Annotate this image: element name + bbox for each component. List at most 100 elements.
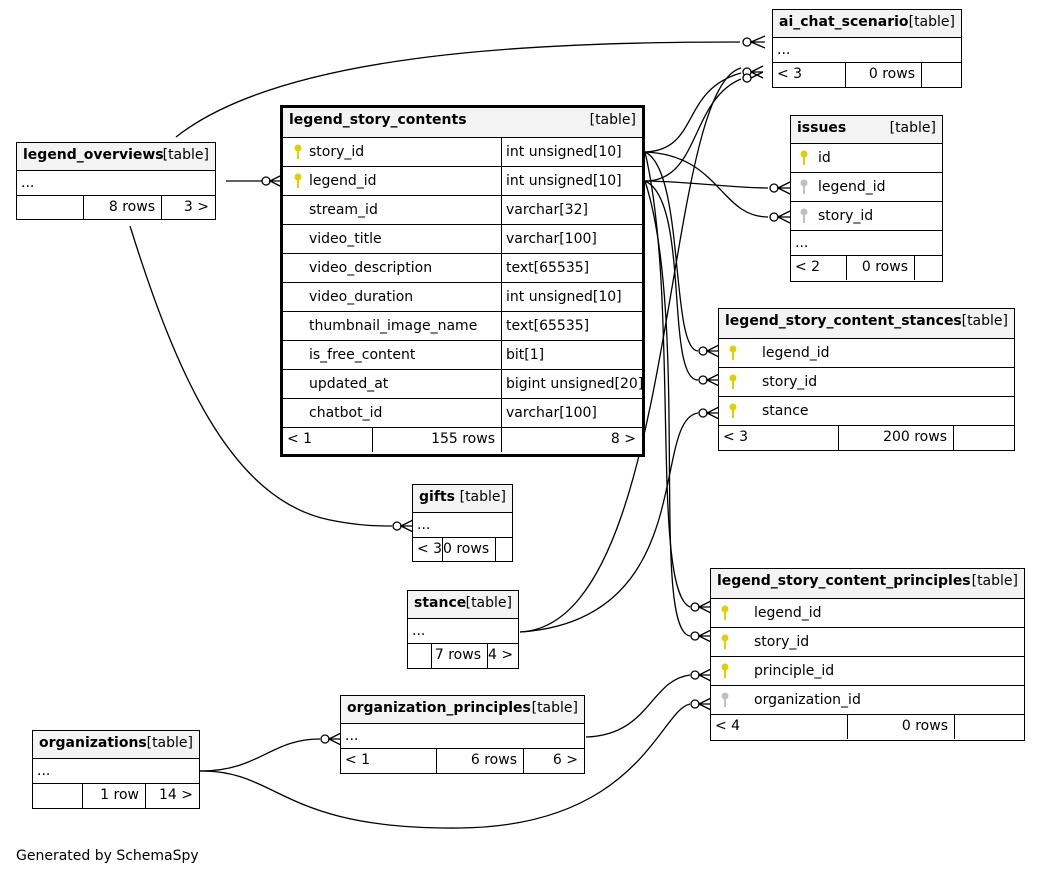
column-name: is_free_content: [309, 347, 416, 363]
edge-contents-stances-legend: [644, 151, 699, 352]
column-row[interactable]: updated_at bigint unsigned[20]: [283, 370, 642, 399]
column-type: varchar[100]: [501, 399, 642, 427]
parents-count[interactable]: < 1: [345, 752, 371, 768]
column-row[interactable]: principle_id: [711, 657, 1024, 686]
parents-count[interactable]: [17, 196, 83, 220]
crowfoot-stances-stance: [698, 406, 720, 420]
children-count[interactable]: 8 >: [501, 428, 642, 452]
column-name: video_description: [309, 260, 433, 276]
row-count: 0 rows: [442, 538, 495, 562]
column-row[interactable]: organization_id: [711, 686, 1024, 715]
edge-stance-ai-chat: [519, 67, 742, 633]
column-row[interactable]: is_free_content bit[1]: [283, 341, 642, 370]
column-row[interactable]: legend_id: [791, 173, 942, 202]
table-header: stance [table]: [408, 591, 518, 619]
parents-count[interactable]: < 2: [795, 259, 821, 275]
column-name: story_id: [818, 208, 874, 224]
table-organizations[interactable]: organizations [table] ... 1 row 14 >: [32, 730, 200, 809]
parents-count[interactable]: < 3: [417, 541, 442, 557]
column-row[interactable]: id: [791, 144, 942, 173]
ellipsis-row: ...: [408, 619, 518, 644]
table-type: [table]: [971, 573, 1018, 589]
children-count[interactable]: [495, 538, 512, 562]
parents-count[interactable]: [33, 784, 82, 808]
children-count[interactable]: 14 >: [145, 784, 199, 808]
edge-orgs-principles: [199, 703, 691, 829]
ellipsis: ...: [21, 175, 35, 191]
table-type: [table]: [961, 313, 1008, 329]
column-row[interactable]: story_id: [791, 202, 942, 231]
column-name: updated_at: [309, 376, 389, 392]
table-name: legend_story_content_principles: [717, 573, 971, 589]
row-count: 7 rows: [431, 644, 487, 668]
column-row[interactable]: stance: [719, 397, 1014, 426]
foreign-key-icon: [721, 692, 729, 707]
primary-key-icon: [721, 634, 729, 649]
table-gifts[interactable]: gifts [table] ... < 3 0 rows: [412, 484, 513, 562]
primary-key-icon: [721, 605, 729, 620]
parents-count[interactable]: < 1: [287, 431, 313, 447]
row-count: 0 rows: [847, 715, 954, 739]
column-type: int unsigned[10]: [501, 167, 642, 195]
row-count: 0 rows: [845, 63, 921, 87]
crowfoot-principles-org: [690, 697, 712, 711]
row-count: 8 rows: [83, 196, 161, 220]
column-name: story_id: [762, 374, 818, 390]
crowfoot-ai-chat-top: [742, 35, 766, 49]
table-stance[interactable]: stance [table] ... 7 rows 4 >: [407, 590, 519, 669]
parents-count[interactable]: < 3: [777, 66, 803, 82]
table-footer: 1 row 14 >: [33, 784, 199, 808]
column-row[interactable]: video_title varchar[100]: [283, 225, 642, 254]
column-row[interactable]: thumbnail_image_name text[65535]: [283, 312, 642, 341]
children-count[interactable]: 3 >: [161, 196, 215, 220]
parents-count[interactable]: < 3: [723, 429, 749, 445]
table-name: issues: [797, 120, 847, 136]
column-row[interactable]: legend_id: [719, 339, 1014, 368]
column-row[interactable]: chatbot_id varchar[100]: [283, 399, 642, 428]
primary-key-icon: [721, 663, 729, 678]
table-type: [table]: [465, 595, 512, 611]
table-header: organizations [table]: [33, 731, 199, 759]
column-row[interactable]: legend_id: [711, 599, 1024, 628]
column-name: thumbnail_image_name: [309, 318, 478, 334]
column-row[interactable]: story_id int unsigned[10]: [283, 138, 642, 167]
table-organization-principles[interactable]: organization_principles [table] ... < 1 …: [340, 695, 585, 774]
column-row[interactable]: legend_id int unsigned[10]: [283, 167, 642, 196]
column-type: int unsigned[10]: [501, 283, 642, 311]
table-legend-overviews[interactable]: legend_overviews [table] ... 8 rows 3 >: [16, 142, 216, 220]
column-name: story_id: [754, 634, 810, 650]
parents-count[interactable]: < 4: [715, 718, 741, 734]
column-row[interactable]: story_id: [719, 368, 1014, 397]
edge-contents-stances-story: [644, 180, 699, 381]
table-legend-story-content-stances[interactable]: legend_story_content_stances [table] leg…: [718, 308, 1015, 451]
table-issues[interactable]: issues [table] id legend_id story_id ...…: [790, 115, 943, 282]
children-count[interactable]: [954, 715, 1024, 739]
children-count[interactable]: 6 >: [523, 749, 584, 773]
crowfoot-stances-story: [698, 373, 720, 387]
column-type: text[65535]: [501, 254, 642, 282]
parents-count[interactable]: [408, 644, 431, 668]
primary-key-icon: [729, 374, 737, 389]
children-count[interactable]: 4 >: [487, 644, 518, 668]
table-type: [table]: [908, 14, 955, 30]
ellipsis: ...: [37, 763, 51, 779]
table-footer: < 3 0 rows: [413, 538, 512, 562]
primary-key-icon: [729, 403, 737, 418]
table-name: legend_story_contents: [289, 112, 467, 128]
table-legend-story-contents[interactable]: legend_story_contents [table] story_id i…: [280, 105, 645, 457]
table-legend-story-content-principles[interactable]: legend_story_content_principles [table] …: [710, 568, 1025, 741]
column-row[interactable]: stream_id varchar[32]: [283, 196, 642, 225]
edge-contents-principles-story: [644, 180, 691, 637]
column-row[interactable]: story_id: [711, 628, 1024, 657]
children-count[interactable]: [914, 256, 942, 280]
primary-key-icon: [294, 144, 302, 159]
children-count[interactable]: [953, 426, 1014, 450]
column-row[interactable]: video_duration int unsigned[10]: [283, 283, 642, 312]
table-ai-chat-scenario[interactable]: ai_chat_scenario [table] ... < 3 0 rows: [772, 9, 962, 88]
table-header: legend_story_contents [table]: [283, 108, 642, 138]
column-row[interactable]: video_description text[65535]: [283, 254, 642, 283]
table-type: [table]: [531, 700, 578, 716]
table-header: legend_story_content_stances [table]: [719, 309, 1014, 339]
crowfoot-orgprinc: [320, 732, 342, 746]
children-count[interactable]: [921, 63, 961, 87]
